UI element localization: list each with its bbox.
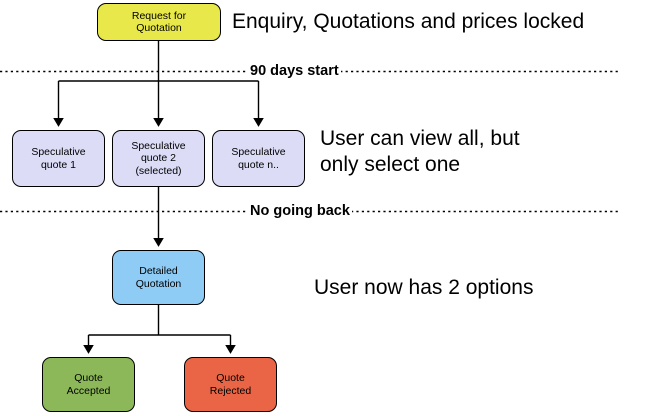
node-label: Speculative quote 1 <box>31 146 86 171</box>
phase-label-no-going-back: No going back <box>248 203 352 219</box>
node-request-for-quotation[interactable]: Request for Quotation <box>97 3 221 41</box>
node-quote-accepted[interactable]: Quote Accepted <box>42 357 135 412</box>
node-label: Quote Rejected <box>209 372 252 397</box>
node-label: Request for Quotation <box>131 9 187 34</box>
node-quote-rejected[interactable]: Quote Rejected <box>184 357 277 412</box>
annotation-user-now-has-2-options: User now has 2 options <box>314 276 534 299</box>
node-speculative-quote-2[interactable]: Speculative quote 2 (selected) <box>112 130 205 187</box>
node-detailed-quotation[interactable]: Detailed Quotation <box>112 250 205 305</box>
phase-label-90-days-start: 90 days start <box>248 63 341 79</box>
node-speculative-quote-1[interactable]: Speculative quote 1 <box>12 130 105 187</box>
annotation-user-can-view-all: User can view all, but only select one <box>320 127 520 176</box>
node-label: Detailed Quotation <box>135 265 182 290</box>
node-speculative-quote-n[interactable]: Speculative quote n.. <box>212 130 305 187</box>
node-label: Quote Accepted <box>66 372 111 397</box>
node-label: Speculative quote 2 (selected) <box>131 139 186 177</box>
annotation-enquiry-prices-locked: Enquiry, Quotations and prices locked <box>232 10 585 33</box>
node-label: Speculative quote n.. <box>231 146 286 171</box>
